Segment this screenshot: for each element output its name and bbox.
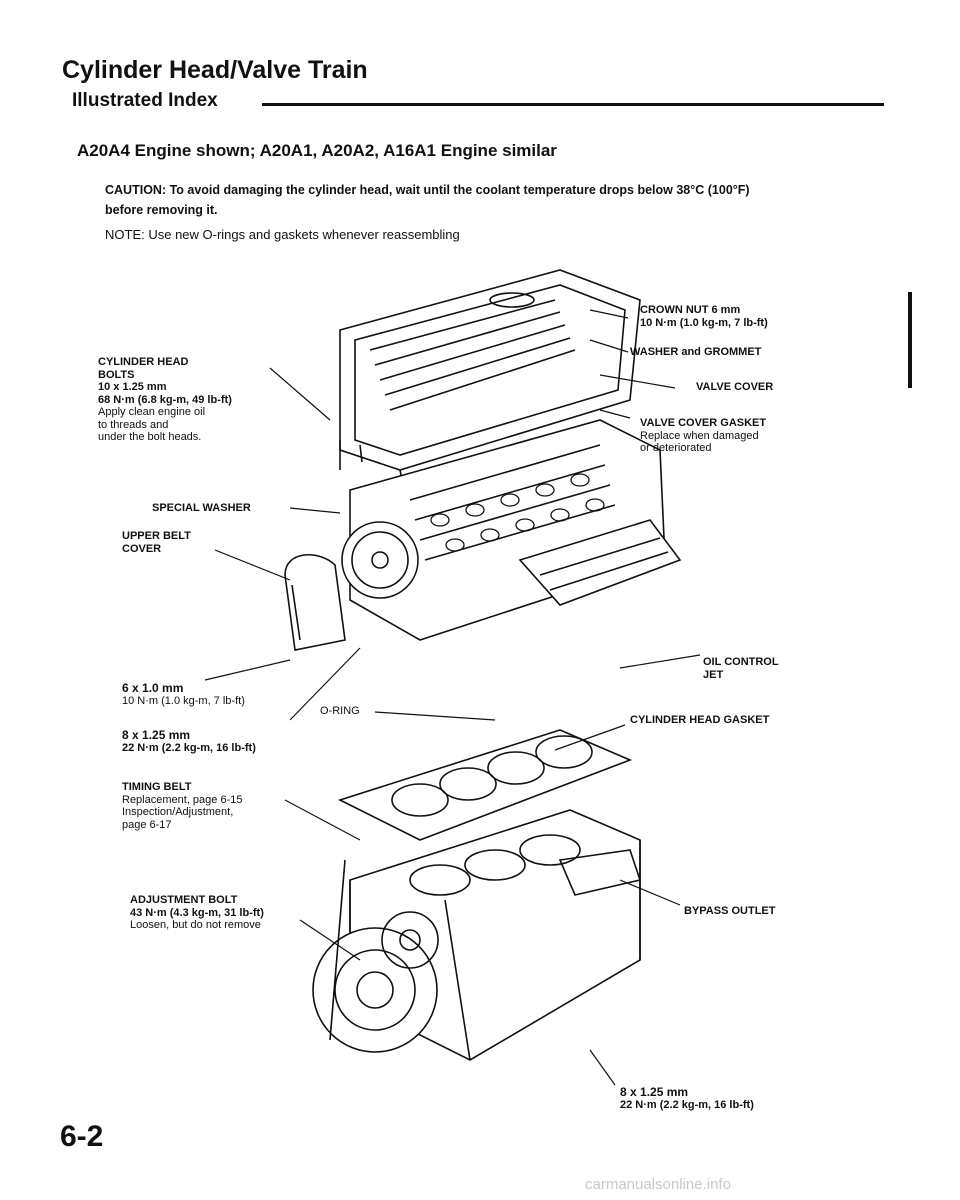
bolt-8mm-b-size: 8 x 1.25 mm: [620, 1085, 689, 1099]
leader-lines: [204, 309, 701, 1086]
head-bolts-note-2: to threads and: [98, 418, 169, 431]
o-ring-name: O-RING: [320, 705, 360, 717]
margin-change-bar: [908, 292, 912, 388]
timing-belt-note-2: Inspection/Adjustment,: [122, 806, 234, 818]
label-o-ring: O-RING: [320, 705, 360, 718]
adjustment-bolt-note: Loosen, but do not remove: [130, 919, 261, 931]
label-timing-belt: TIMING BELT Replacement, page 6-15 Inspe…: [122, 781, 242, 831]
upper-belt-cover-name-1: UPPER BELT: [122, 530, 191, 542]
bolt-8mm-a-spec: 22 N·m (2.2 kg-m, 16 lb-ft): [122, 741, 256, 754]
crown-nut-spec: 10 N·m (1.0 kg-m, 7 lb-ft): [640, 316, 768, 329]
label-upper-belt-cover: UPPER BELT COVER: [122, 530, 191, 555]
crown-nut-name: CROWN NUT 6 mm: [640, 304, 741, 316]
upper-belt-cover-name-2: COVER: [122, 542, 162, 555]
head-bolts-name-2: BOLTS: [98, 368, 135, 381]
section-subtitle: Illustrated Index: [72, 90, 218, 111]
label-valve-cover: VALVE COVER: [696, 381, 773, 394]
page-number: 6-2: [60, 1120, 104, 1153]
subtitle-rule: [262, 103, 884, 106]
adjustment-bolt-name: ADJUSTMENT BOLT: [130, 894, 238, 906]
valve-cover-name: VALVE COVER: [696, 381, 774, 393]
oil-control-jet-name-1: OIL CONTROL: [703, 656, 779, 668]
label-bolt-8mm-a: 8 x 1.25 mm 22 N·m (2.2 kg-m, 16 lb-ft): [122, 729, 256, 754]
head-bolts-note-3: under the bolt heads.: [98, 431, 202, 443]
valve-cover-gasket-name: VALVE COVER GASKET: [640, 417, 767, 429]
bolt-6mm-size: 6 x 1.0 mm: [122, 681, 184, 695]
timing-belt-note-3: page 6-17: [122, 818, 172, 831]
engine-note: A20A4 Engine shown; A20A1, A20A2, A16A1 …: [77, 141, 557, 160]
adjustment-bolt-spec: 43 N·m (4.3 kg-m, 31 lb-ft): [130, 906, 264, 919]
valve-cover-gasket-note-2: or deteriorated: [640, 442, 712, 454]
oil-control-jet-name-2: JET: [703, 668, 724, 681]
label-adjustment-bolt: ADJUSTMENT BOLT 43 N·m (4.3 kg-m, 31 lb-…: [130, 894, 264, 932]
washer-grommet-name: WASHER and GROMMET: [630, 346, 762, 358]
label-cylinder-head-bolts: CYLINDER HEAD BOLTS 10 x 1.25 mm 68 N·m …: [98, 356, 232, 444]
head-bolts-name-1: CYLINDER HEAD: [98, 356, 189, 368]
engine-block-drawing: [312, 809, 642, 1061]
label-bolt-8mm-b: 8 x 1.25 mm 22 N·m (2.2 kg-m, 16 lb-ft): [620, 1086, 754, 1111]
cylinder-head-drawing: [341, 419, 682, 641]
note-text: NOTE: Use new O-rings and gaskets whenev…: [105, 227, 460, 242]
label-oil-control-jet: OIL CONTROL JET: [703, 656, 779, 681]
head-bolts-spec: 68 N·m (6.8 kg-m, 49 lb-ft): [98, 393, 232, 406]
page-title: Cylinder Head/Valve Train: [62, 56, 368, 84]
label-bolt-6mm: 6 x 1.0 mm 10 N·m (1.0 kg-m, 7 lb-ft): [122, 682, 245, 707]
label-crown-nut: CROWN NUT 6 mm 10 N·m (1.0 kg-m, 7 lb-ft…: [640, 304, 768, 329]
upper-belt-cover-drawing: [284, 554, 346, 651]
caution-line-1: CAUTION: To avoid damaging the cylinder …: [105, 183, 750, 197]
head-bolts-size: 10 x 1.25 mm: [98, 381, 167, 393]
valve-cover-gasket-note-1: Replace when damaged: [640, 429, 759, 442]
head-gasket-name: CYLINDER HEAD GASKET: [630, 714, 770, 726]
label-special-washer: SPECIAL WASHER: [152, 502, 251, 515]
head-gasket-drawing: [337, 729, 633, 841]
bolt-8mm-a-size: 8 x 1.25 mm: [122, 728, 191, 742]
bypass-outlet-name: BYPASS OUTLET: [684, 905, 776, 917]
label-washer-grommet: WASHER and GROMMET: [630, 346, 761, 359]
valve-cover-drawing: [339, 269, 641, 481]
watermark: carmanualsonline.info: [585, 1176, 731, 1193]
caution-line-2: before removing it.: [105, 203, 218, 217]
timing-belt-name: TIMING BELT: [122, 781, 192, 793]
label-valve-cover-gasket: VALVE COVER GASKET Replace when damaged …: [640, 417, 766, 455]
bolt-8mm-b-spec: 22 N·m (2.2 kg-m, 16 lb-ft): [620, 1098, 754, 1111]
bolt-6mm-spec: 10 N·m (1.0 kg-m, 7 lb-ft): [122, 694, 245, 707]
timing-belt-note-1: Replacement, page 6-15: [122, 793, 243, 806]
label-cylinder-head-gasket: CYLINDER HEAD GASKET: [630, 714, 769, 727]
special-washer-name: SPECIAL WASHER: [152, 502, 251, 514]
caution-text: CAUTION: To avoid damaging the cylinder …: [105, 180, 750, 220]
label-bypass-outlet: BYPASS OUTLET: [684, 905, 775, 918]
head-bolts-note-1: Apply clean engine oil: [98, 406, 206, 418]
